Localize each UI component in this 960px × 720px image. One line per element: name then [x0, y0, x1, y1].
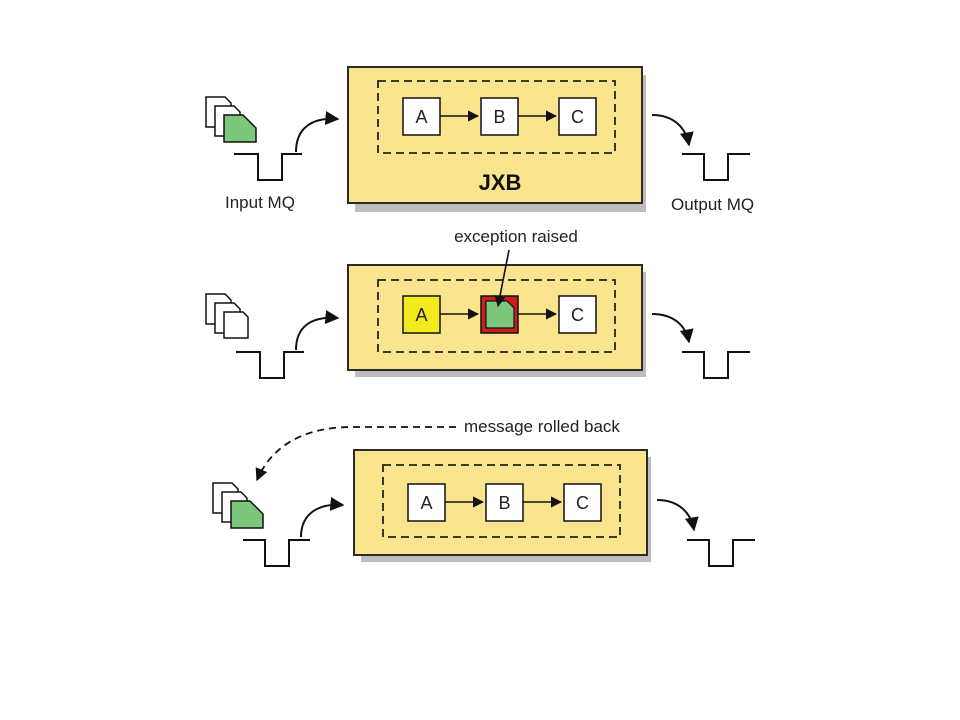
output-queue-icon — [687, 539, 755, 567]
jxb-label: JXB — [479, 170, 522, 195]
output-arrow — [651, 313, 694, 344]
green-message-icon — [485, 300, 515, 329]
stage-3-rollback: message rolled back A B C — [212, 417, 755, 567]
message-rolled-back-label: message rolled back — [464, 417, 620, 436]
step-a-box — [402, 97, 441, 136]
step-c-box — [563, 483, 602, 522]
exception-pointer-arrow — [494, 249, 510, 308]
step-b-label: B — [498, 493, 510, 513]
message-stack-icon — [205, 96, 257, 143]
step-c-label: C — [576, 493, 589, 513]
rollback-arrow — [255, 426, 456, 482]
transaction-boundary — [377, 80, 616, 154]
step-a-box-active — [402, 295, 441, 334]
step-c-box — [558, 97, 597, 136]
output-arrow — [651, 114, 694, 147]
message-stack-icon — [212, 482, 264, 529]
input-queue-icon — [243, 539, 310, 567]
step-b-box — [480, 97, 519, 136]
exception-raised-label: exception raised — [454, 227, 578, 246]
green-message-icon — [230, 500, 264, 529]
output-mq-label: Output MQ — [671, 195, 754, 214]
input-arrow — [300, 497, 345, 538]
step-a-label: A — [415, 305, 427, 325]
step-a-label: A — [415, 107, 427, 127]
stage-1-normal-flow: Input MQ A B C JXB Output MQ — [205, 66, 754, 214]
output-queue-icon — [682, 153, 750, 181]
input-queue-icon — [236, 351, 304, 379]
step-b-label: B — [493, 107, 505, 127]
output-arrow — [656, 499, 699, 532]
output-queue-icon — [682, 351, 750, 379]
step-c-label: C — [571, 107, 584, 127]
green-message-icon — [223, 114, 257, 143]
input-arrow — [295, 111, 340, 153]
transaction-boundary — [382, 464, 621, 538]
input-mq-label: Input MQ — [225, 193, 295, 212]
stage-2-exception: A C exception raised — [205, 227, 750, 379]
empty-message-stack-icon — [205, 293, 249, 339]
step-a-label: A — [420, 493, 432, 513]
step-c-label: C — [571, 305, 584, 325]
step-a-box — [407, 483, 446, 522]
input-queue-icon — [234, 153, 302, 181]
input-arrow — [295, 310, 340, 351]
step-c-box — [558, 295, 597, 334]
transaction-boundary — [377, 279, 616, 353]
